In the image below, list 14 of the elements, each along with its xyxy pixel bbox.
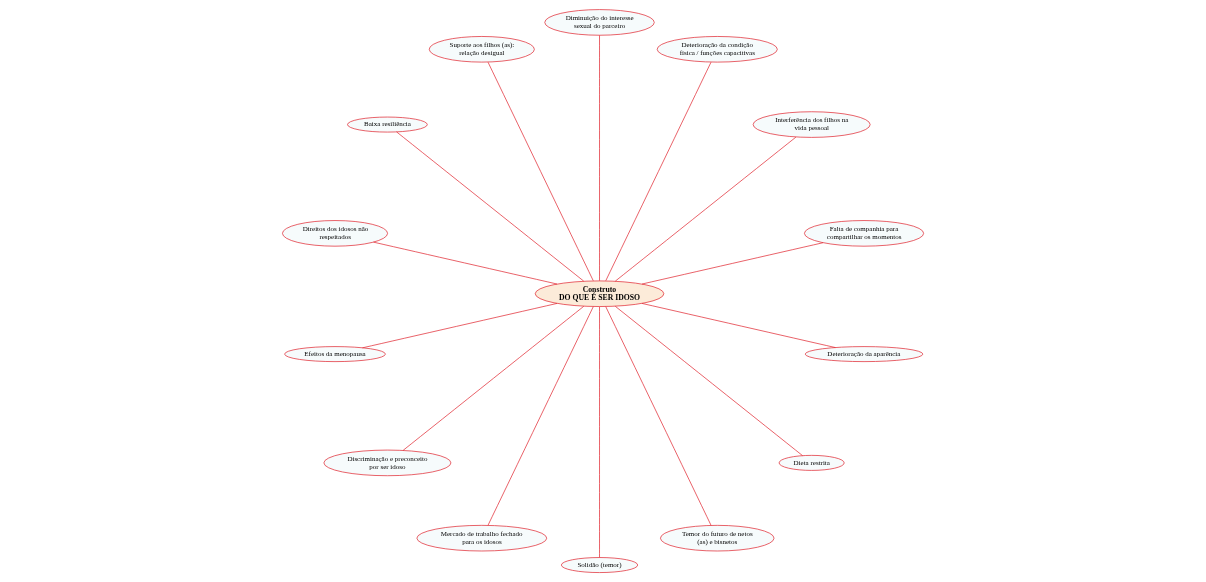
- connector: [605, 61, 712, 282]
- connector: [599, 35, 600, 282]
- connector: [614, 136, 797, 282]
- connector: [402, 305, 585, 451]
- connector: [605, 306, 712, 526]
- connector: [641, 303, 836, 348]
- connector: [373, 241, 558, 285]
- connector: [362, 303, 558, 349]
- connector: [614, 305, 803, 457]
- connector: [487, 306, 594, 526]
- connector: [396, 131, 585, 282]
- connector: [641, 242, 824, 285]
- connector: [599, 306, 600, 558]
- connector: [487, 61, 594, 282]
